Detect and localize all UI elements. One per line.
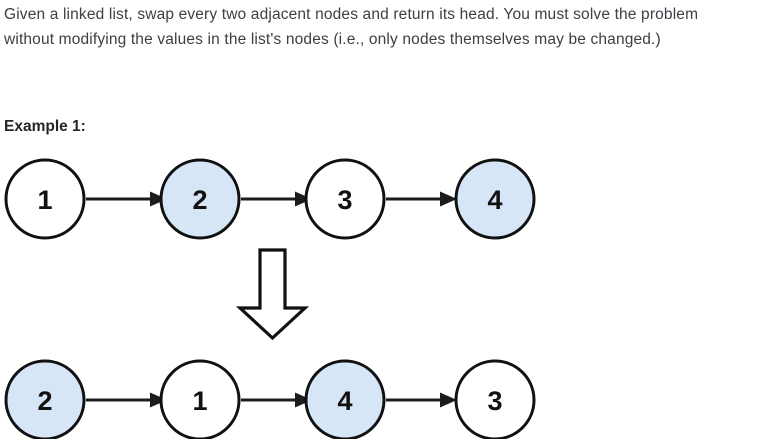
list-node-label: 2 xyxy=(37,386,52,416)
list-node-label: 1 xyxy=(192,386,207,416)
output-linked-list-row: 2 1 4 3 xyxy=(4,359,536,439)
down-arrow-icon xyxy=(235,248,310,341)
list-node: 1 xyxy=(4,158,86,240)
link-arrow xyxy=(86,191,167,207)
list-node: 3 xyxy=(454,359,536,439)
list-node-label: 3 xyxy=(337,185,352,215)
link-arrow xyxy=(86,392,167,408)
list-node: 3 xyxy=(304,158,386,240)
list-node: 1 xyxy=(159,359,241,439)
list-node: 2 xyxy=(4,359,86,439)
list-node-label: 3 xyxy=(487,386,502,416)
example-diagram: 1 2 3 4 xyxy=(0,150,560,439)
list-node-label: 4 xyxy=(487,185,502,215)
link-arrow xyxy=(386,191,457,207)
link-arrow xyxy=(241,191,312,207)
list-node-label: 1 xyxy=(37,185,52,215)
list-node-label: 4 xyxy=(337,386,352,416)
input-linked-list-row: 1 2 3 4 xyxy=(4,158,536,240)
link-arrow xyxy=(386,392,457,408)
example-heading: Example 1: xyxy=(4,118,86,135)
list-node: 4 xyxy=(304,359,386,439)
list-node-label: 2 xyxy=(192,185,207,215)
list-node: 2 xyxy=(159,158,241,240)
link-arrow xyxy=(241,392,312,408)
list-node: 4 xyxy=(454,158,536,240)
problem-statement: Given a linked list, swap every two adja… xyxy=(4,6,699,48)
